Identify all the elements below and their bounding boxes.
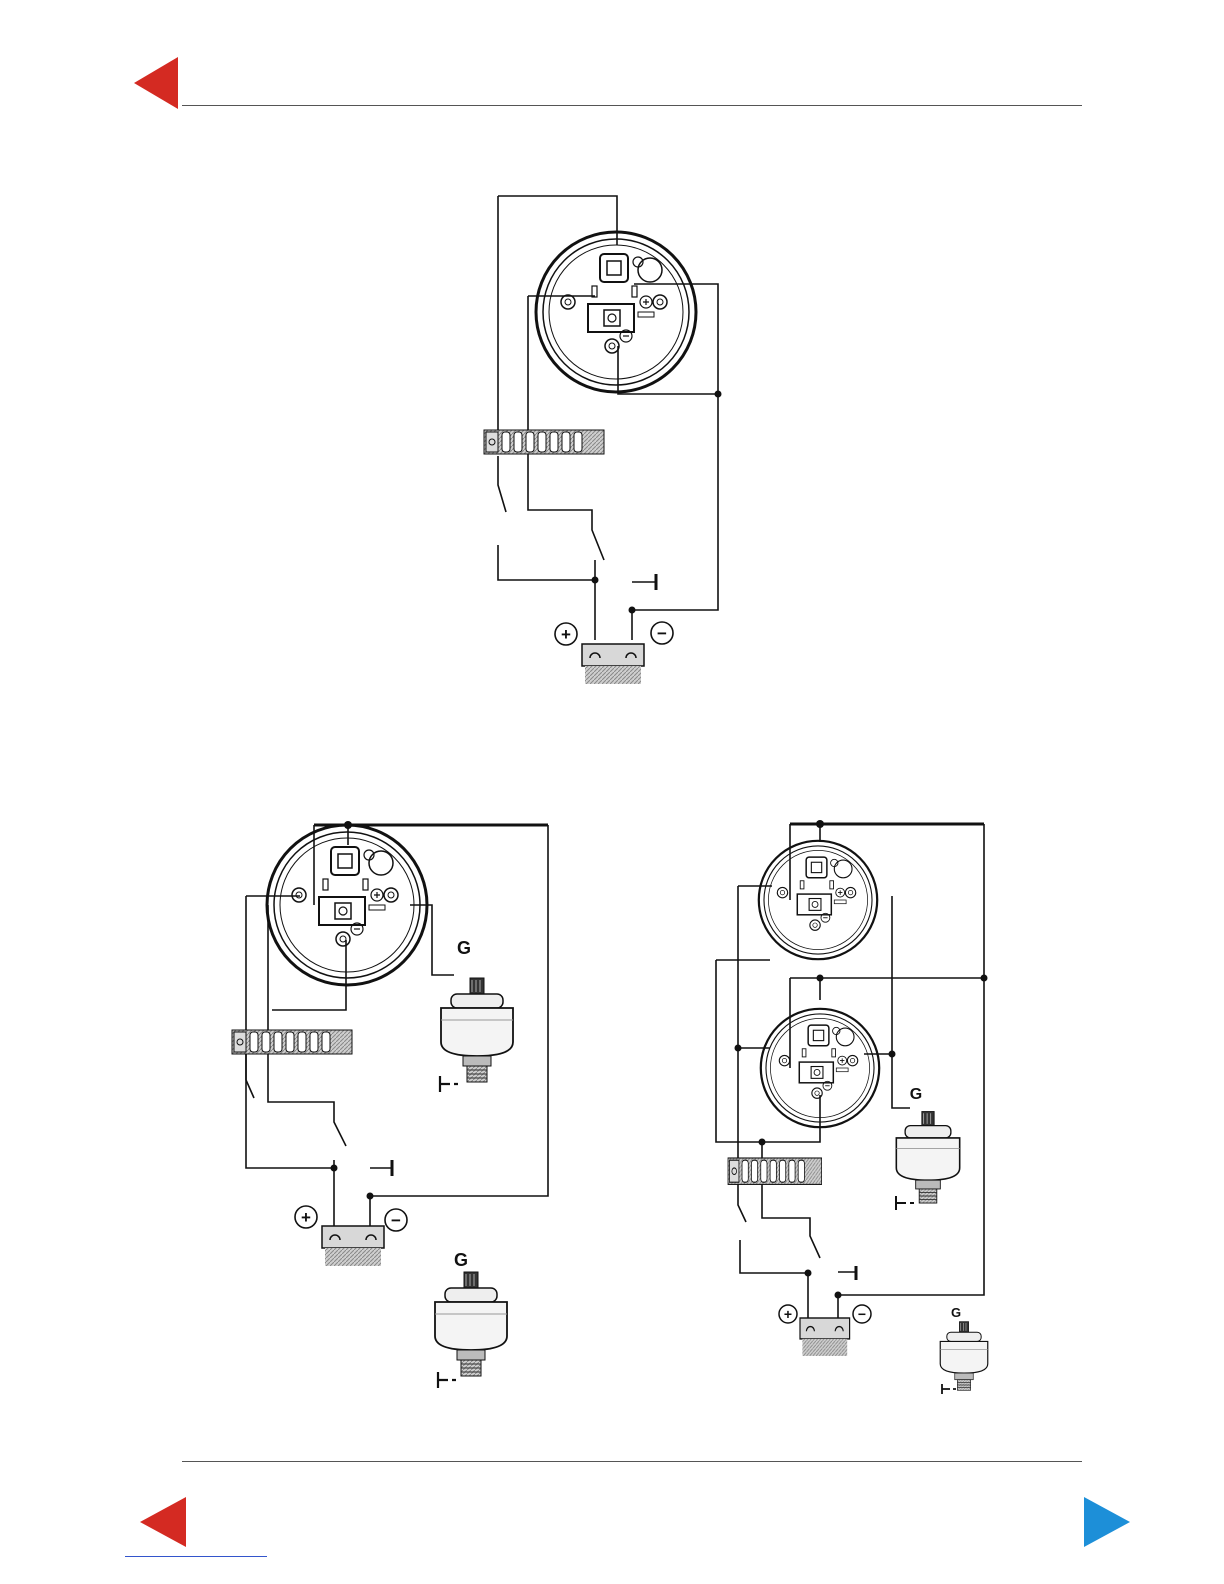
diagram-two-gauges [716,824,984,1318]
sender-label-g-3: G [910,1086,922,1103]
sender-label-g: G [457,938,471,958]
diagram-1-plus-symbol: + [555,623,577,645]
svg-text:−: − [657,624,667,643]
svg-text:+: + [301,1208,311,1227]
diagram-2-minus-symbol: − [385,1209,407,1231]
sender-label-g-2: G [454,1250,468,1270]
sender-label-g-4: G [951,1305,961,1320]
svg-text:−: − [391,1211,401,1230]
svg-text:+: + [784,1306,792,1322]
diagram-2-plus-symbol: + [295,1206,317,1228]
diagram-single-gauge [498,196,718,640]
svg-text:−: − [858,1306,866,1322]
diagram-3-minus-symbol: − [853,1305,871,1323]
diagram-3-plus-symbol: + [779,1305,797,1323]
diagram-1-minus-symbol: − [651,622,673,644]
svg-text:+: + [561,625,571,644]
